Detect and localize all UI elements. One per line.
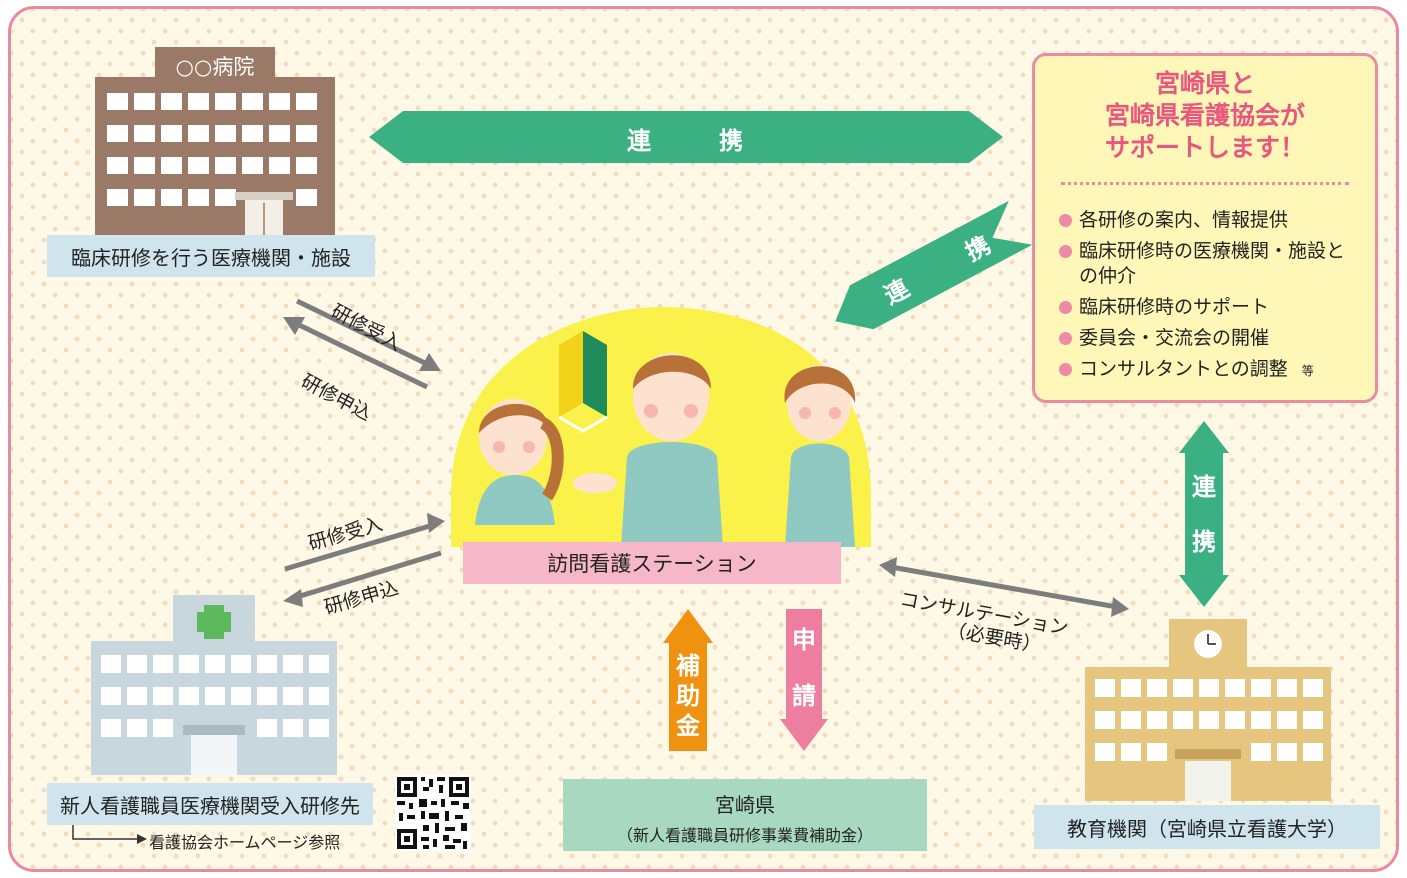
hospital-sign: ○○病院: [175, 55, 255, 79]
subsidy-arrow: [663, 609, 713, 751]
diagram-frame: ○○病院 臨床研修を行う医療機関・施設 連 携 連 携 宮崎県と 宮崎県看護協会…: [8, 6, 1399, 872]
consultation-arrow: [879, 557, 1129, 617]
link-note[interactable]: 看護協会ホームページ参照: [149, 833, 341, 852]
support-item: 臨床研修時のサポート: [1059, 295, 1359, 320]
training-hospital-building: [91, 595, 337, 775]
subsidy-char-1: 補: [676, 652, 700, 680]
support-box: 宮崎県と 宮崎県看護協会が サポートします！ 各研修の案内、情報提供 臨床研修時…: [1032, 53, 1378, 403]
support-title: 宮崎県と 宮崎県看護協会が サポートします！: [1035, 68, 1375, 164]
support-title-line-1: 宮崎県と: [1154, 69, 1255, 98]
vertical-link-arrow: [1179, 421, 1229, 607]
support-item: 臨床研修時の医療機関・施設との仲介: [1059, 239, 1359, 289]
nurses-illustration: [451, 307, 871, 547]
hospital-building: ○○病院: [95, 47, 335, 237]
application-char-1: 申: [792, 626, 816, 654]
subsidy-char-3: 金: [676, 712, 700, 740]
prefecture-box: 宮崎県 （新人看護職員研修事業費補助金）: [563, 779, 927, 851]
lower-arrows: [283, 513, 445, 607]
beginner-mark-icon: [558, 331, 608, 433]
vertical-link-label-1: 連: [1192, 473, 1216, 501]
nurse-left-icon: [475, 399, 564, 525]
top-link-label: 連 携: [627, 127, 765, 155]
vertical-link-label-2: 携: [1192, 528, 1216, 556]
upper-arrows: [283, 298, 441, 390]
support-list: 各研修の案内、情報提供 臨床研修時の医療機関・施設との仲介 臨床研修時のサポート…: [1059, 208, 1359, 390]
application-char-2: 請: [792, 682, 816, 710]
support-item-text: コンサルタントとの調整: [1079, 358, 1288, 380]
nurse-center-icon: [573, 353, 723, 547]
qr-code-icon[interactable]: [395, 775, 471, 851]
support-item: 委員会・交流会の開催: [1059, 326, 1359, 351]
diagonal-link-arrow: 連 携: [824, 200, 1033, 344]
university-building: [1085, 619, 1331, 801]
support-item: 各研修の案内、情報提供: [1059, 208, 1359, 233]
application-arrow: [780, 609, 828, 751]
nurse-right-icon: [784, 365, 856, 547]
new-nurse-label: 新人看護職員医療機関受入研修先: [47, 783, 373, 825]
top-link-arrow: [369, 111, 1003, 163]
station-label: 訪問看護ステーション: [463, 542, 841, 584]
prefecture-program: （新人看護職員研修事業費補助金）: [616, 826, 873, 845]
prefecture-name: 宮崎県: [715, 793, 775, 817]
support-title-line-2: 宮崎県看護協会が: [1104, 101, 1305, 130]
link-note-arrow: [72, 825, 147, 844]
support-divider: [1061, 182, 1349, 185]
subsidy-char-2: 助: [676, 682, 700, 710]
support-etc: 等: [1301, 364, 1314, 378]
university-label: 教育機関（宮崎県立看護大学）: [1034, 805, 1380, 849]
support-item: コンサルタントとの調整等: [1059, 357, 1359, 384]
hospital-label: 臨床研修を行う医療機関・施設: [47, 235, 375, 277]
support-title-line-3: サポートします！: [1104, 133, 1305, 162]
